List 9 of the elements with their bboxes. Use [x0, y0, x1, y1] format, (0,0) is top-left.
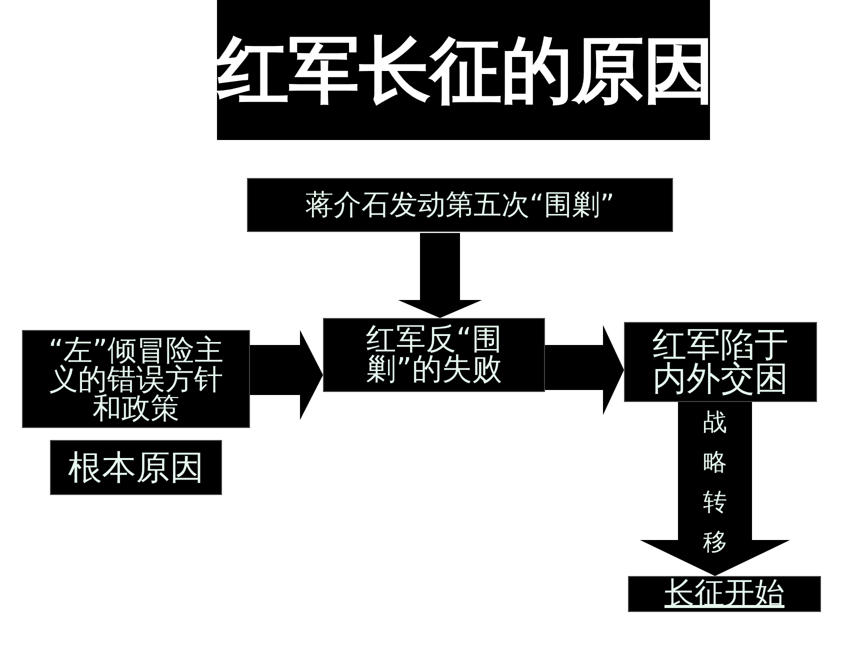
result-box: 红军陷于内外交困	[624, 322, 817, 402]
title: 红军长征的原因	[217, 0, 710, 140]
result-box: 红军反“围剿”的失败	[323, 318, 545, 392]
top-box: 蒋介石发动第五次“围剿”	[247, 178, 673, 232]
block-arrow	[250, 330, 323, 420]
block-arrow	[398, 233, 482, 318]
label-box: 根本原因	[50, 440, 222, 495]
block-arrow	[545, 325, 624, 415]
cause-box: “左”倾冒险主义的错误方针和政策	[22, 330, 250, 428]
